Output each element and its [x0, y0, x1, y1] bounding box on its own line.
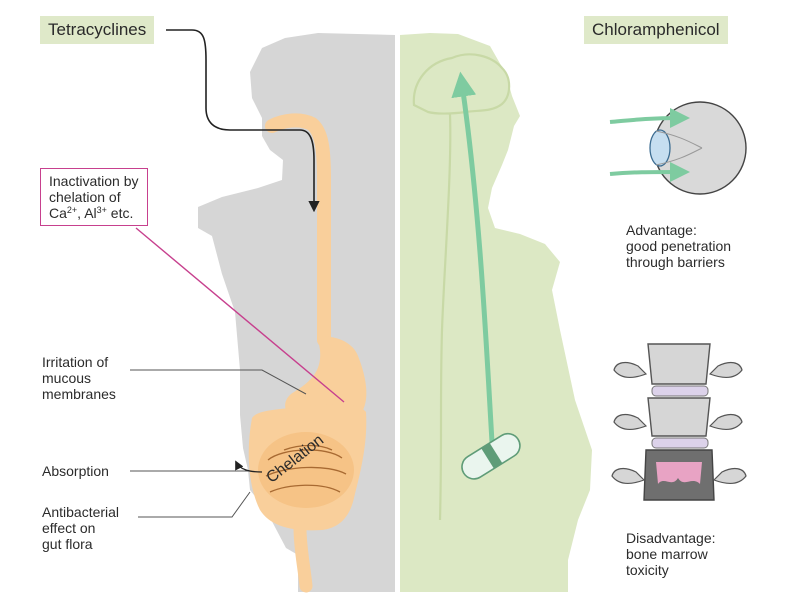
green-body-silhouette	[400, 33, 592, 592]
calcium-symbol: Ca	[49, 205, 67, 221]
inactivation-leader-line	[135, 227, 345, 403]
esophagus	[265, 113, 331, 347]
small-intestine	[258, 432, 354, 508]
advantage-line-3: through barriers	[626, 254, 725, 270]
intestinal-coils	[265, 444, 347, 493]
eye-penetration-arrow-bottom	[609, 162, 690, 183]
ingestion-path-arrow	[166, 29, 320, 213]
inactivation-line-2: chelation of	[49, 189, 121, 205]
brain-outline	[412, 53, 511, 115]
irritation-line-3: membranes	[42, 386, 116, 402]
antibacterial-line-3: gut flora	[42, 536, 93, 552]
ion-suffix: etc.	[106, 205, 134, 221]
inactivation-line-1: Inactivation by	[49, 173, 139, 189]
disadvantage-line-2: bone marrow	[626, 546, 708, 562]
tetracyclines-title: Tetracyclines	[40, 16, 155, 44]
antibacterial-label: Antibacterial effect on gut flora	[42, 504, 119, 552]
capsule-icon	[461, 432, 521, 480]
antibacterial-leader-line	[138, 491, 251, 518]
rectum	[293, 521, 313, 593]
vertebrae-icon	[611, 343, 747, 501]
advantage-line-1: Advantage:	[626, 222, 697, 238]
inactivation-box: Inactivation by chelation of Ca2+, Al3+ …	[40, 168, 148, 226]
irritation-label: Irritation of mucous membranes	[42, 354, 116, 402]
spinal-cord	[438, 113, 452, 521]
chloramphenicol-title-text: Chloramphenicol	[592, 20, 720, 39]
irritation-line-1: Irritation of	[42, 354, 109, 370]
calcium-charge: 2+	[66, 205, 78, 215]
aluminium-charge: 3+	[96, 205, 107, 215]
eye-icon	[649, 101, 747, 195]
tetracyclines-title-text: Tetracyclines	[48, 20, 147, 39]
eye-penetration-arrow-top	[609, 108, 690, 129]
aluminium-symbol: Al	[84, 205, 97, 221]
irritation-leader-line	[130, 369, 307, 395]
advantage-label: Advantage: good penetration through barr…	[626, 222, 731, 270]
ion-separator: ,	[77, 205, 85, 221]
distribution-arrow	[451, 71, 495, 443]
antibacterial-line-2: effect on	[42, 520, 96, 536]
antibacterial-line-1: Antibacterial	[42, 504, 120, 520]
disadvantage-label: Disadvantage: bone marrow toxicity	[626, 530, 716, 578]
absorption-arrow	[235, 460, 263, 473]
inactivation-line-3: Ca2+, Al3+ etc.	[49, 205, 139, 221]
absorption-text: Absorption	[42, 463, 109, 479]
absorption-label: Absorption	[42, 463, 109, 479]
disadvantage-line-1: Disadvantage:	[626, 530, 716, 546]
advantage-line-2: good penetration	[626, 238, 732, 254]
irritation-line-2: mucous	[42, 370, 92, 386]
stomach	[285, 336, 367, 423]
disadvantage-line-3: toxicity	[626, 562, 669, 578]
chloramphenicol-title: Chloramphenicol	[584, 16, 728, 44]
